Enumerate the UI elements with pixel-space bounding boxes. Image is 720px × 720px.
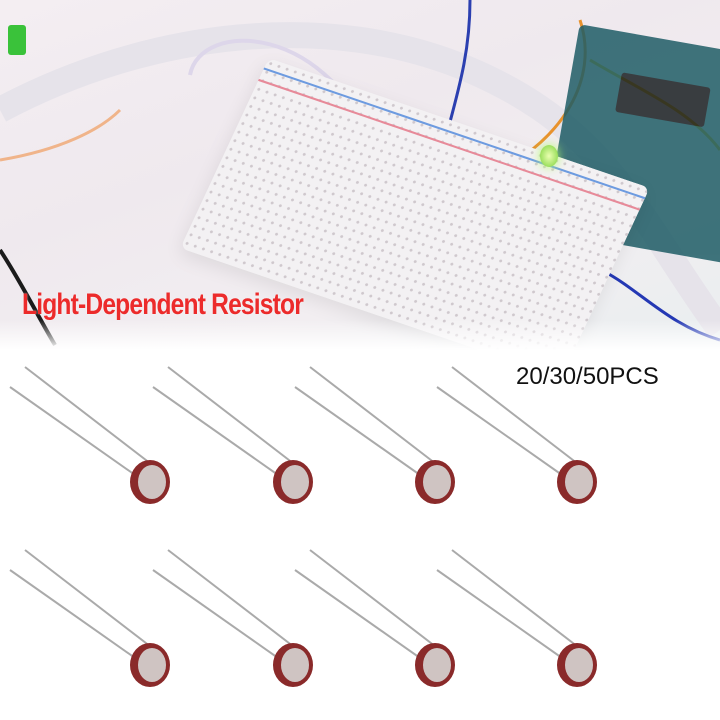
- ldr-component: [5, 362, 175, 512]
- ldr-component: [5, 545, 175, 695]
- ldr-component: [148, 362, 318, 512]
- ldr-component: [432, 362, 602, 512]
- ldr-component: [290, 545, 460, 695]
- ldr-component: [148, 545, 318, 695]
- green-led: [540, 145, 558, 167]
- hero-photo-breadboard: Light-Dependent Resistor: [0, 0, 720, 350]
- product-title: Light-Dependent Resistor: [22, 288, 304, 321]
- ldr-component: [290, 362, 460, 512]
- quantity-label: 20/30/50PCS: [516, 363, 659, 390]
- ldr-component: [432, 545, 602, 695]
